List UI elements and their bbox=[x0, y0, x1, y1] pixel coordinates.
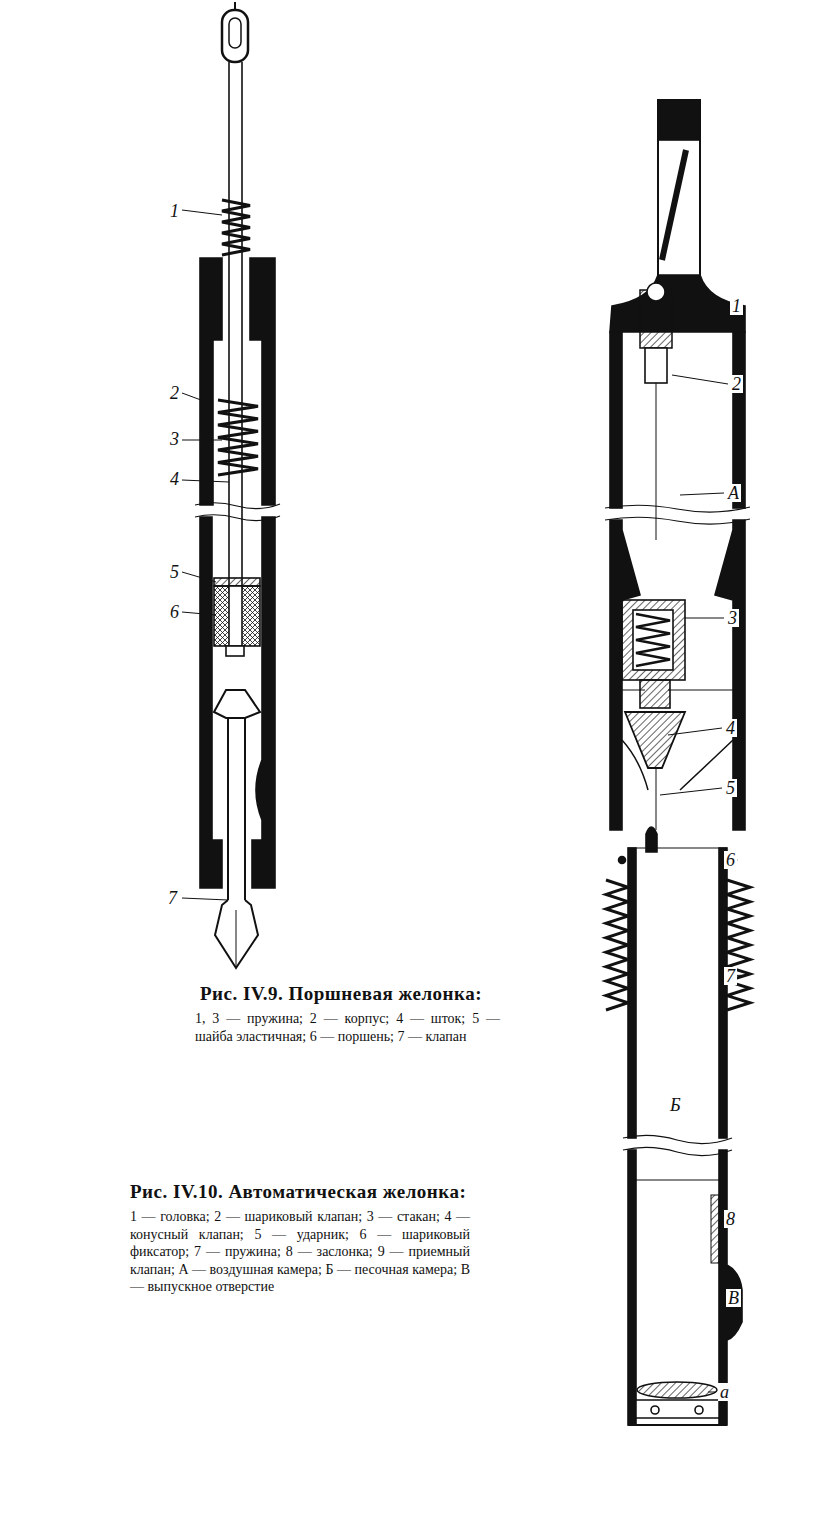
callout-number: 3 bbox=[168, 430, 181, 448]
callout-number: 1 bbox=[168, 202, 181, 220]
figure-caption: Рис. IV.9. Поршневая желонка: bbox=[200, 984, 482, 1003]
callout-number: 4 bbox=[168, 470, 181, 488]
callout-number: 7 bbox=[166, 889, 179, 907]
callout-number: а bbox=[718, 1383, 731, 1401]
callout-number: 6 bbox=[724, 851, 737, 869]
callout-number: 5 bbox=[724, 779, 737, 797]
caption-legend: 1 — головка; 2 — шариковый клапан; 3 — с… bbox=[130, 1208, 470, 1296]
callout-number: В bbox=[726, 1289, 741, 1307]
callout-number: 2 bbox=[730, 375, 743, 393]
callout-number: 2 bbox=[168, 384, 181, 402]
figure-caption: Рис. IV.10. Автоматическая желонка: bbox=[130, 1182, 466, 1201]
piston-bailer bbox=[182, 2, 280, 968]
callout-number: 6 bbox=[168, 603, 181, 621]
callout-number: Б bbox=[668, 1096, 683, 1114]
callout-number: А bbox=[726, 484, 741, 502]
callout-number: 3 bbox=[726, 609, 739, 627]
callout-number: 8 bbox=[724, 1210, 737, 1228]
callout-number: 7 bbox=[724, 967, 737, 985]
callout-number: 5 bbox=[168, 563, 181, 581]
automatic-bailer bbox=[605, 100, 750, 1425]
callout-number: 1 bbox=[730, 297, 743, 315]
caption-legend: 1, 3 — пружина; 2 — корпус; 4 — шток; 5 … bbox=[195, 1010, 500, 1045]
callout-number: 4 bbox=[724, 719, 737, 737]
